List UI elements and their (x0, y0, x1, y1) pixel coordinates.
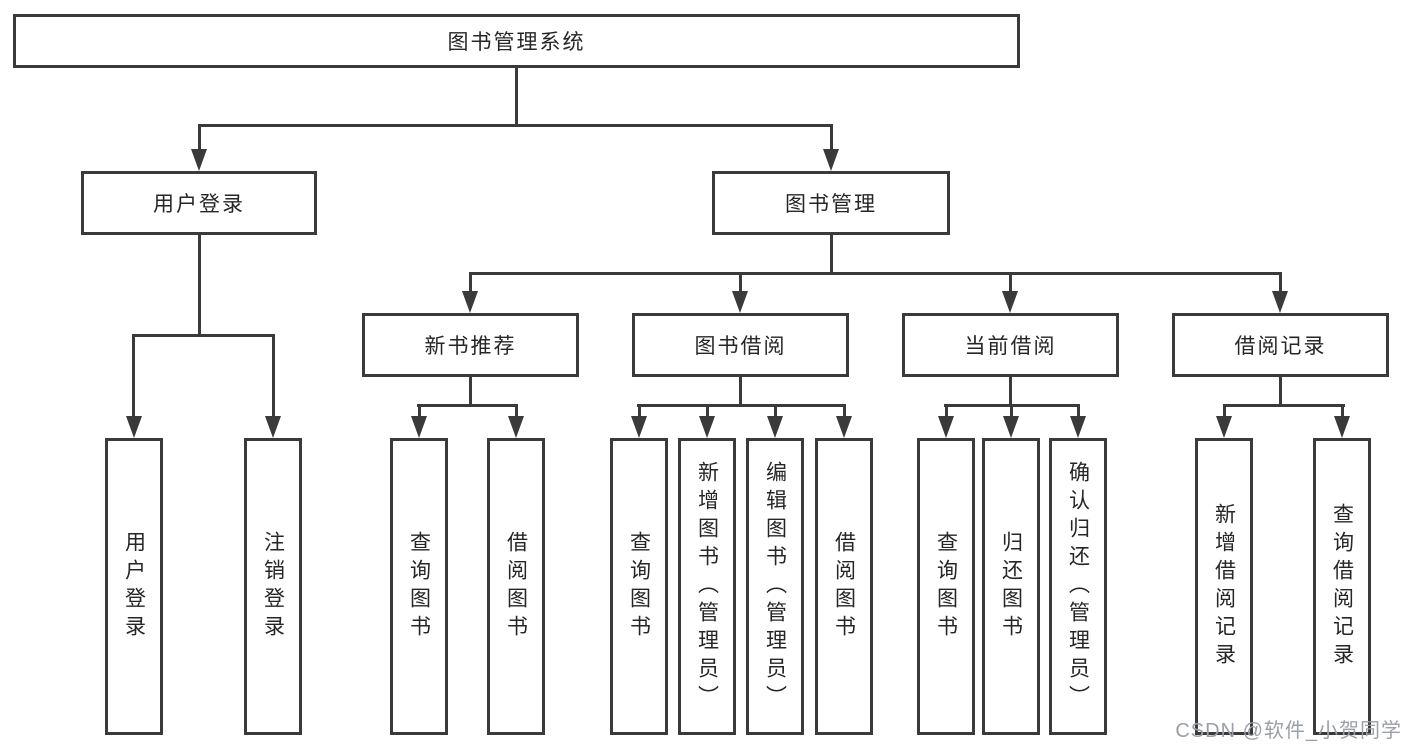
connector-line (706, 404, 709, 418)
arrowhead-leaf (1216, 416, 1232, 438)
node-library-system-label: 图书管理系统 (447, 31, 586, 54)
arrowhead-leaf-logout (265, 416, 281, 438)
node-current-borrow: 当前借阅 (902, 313, 1119, 377)
connector-line (638, 404, 641, 418)
leaf-logout: 注销登录 (244, 438, 302, 735)
node-borrow-records: 借阅记录 (1172, 313, 1389, 377)
csdn-watermark: CSDN @软件_小贺同学 (1175, 720, 1402, 742)
connector-line (945, 404, 948, 418)
connector-line (1223, 404, 1226, 418)
arrowhead-current-borrow (1002, 291, 1018, 313)
leaf-query-books-1-label: 查询图书 (407, 530, 431, 643)
leaf-borrow-books-1: 借阅图书 (487, 438, 545, 735)
node-book-mgmt-branch: 图书管理 (712, 171, 950, 235)
arrowhead-leaf (508, 416, 524, 438)
node-current-borrow-label: 当前借阅 (964, 335, 1057, 358)
arrowhead-leaf (1070, 416, 1086, 438)
connector-book-mgmt-stem (830, 235, 833, 275)
connector-root-to-book-mgmt-line (830, 124, 833, 152)
arrowhead-leaf (1334, 416, 1350, 438)
connector-to-new-books-line (469, 272, 472, 294)
connector-line (418, 404, 421, 418)
leaf-confirm-return-admin-label: 确认归还（管理员） (1066, 460, 1090, 713)
leaf-add-borrow-record-label: 新增借阅记录 (1212, 502, 1236, 671)
leaf-query-books-1: 查询图书 (390, 438, 448, 735)
arrowhead-book-borrow (732, 291, 748, 313)
connector-to-current-borrow-line (1009, 272, 1012, 294)
connector-user-login-splitter (132, 334, 275, 337)
leaf-add-borrow-record: 新增借阅记录 (1195, 438, 1253, 735)
arrowhead-leaf (631, 416, 647, 438)
connector-user-login-stem (198, 235, 201, 335)
connector-to-book-borrow-line (739, 272, 742, 294)
arrowhead-new-books (462, 291, 478, 313)
connector-borrow-records-splitter (1223, 404, 1345, 407)
arrowhead-user-login (191, 149, 207, 171)
arrowhead-leaf (411, 416, 427, 438)
arrowhead-leaf (938, 416, 954, 438)
arrowhead-leaf (836, 416, 852, 438)
connector-to-leaf-login-line (132, 334, 135, 418)
leaf-add-book-admin-label: 新增图书（管理员） (695, 460, 719, 713)
arrowhead-borrow-records (1272, 291, 1288, 313)
leaf-borrow-books-1-label: 借阅图书 (504, 530, 528, 643)
node-library-system: 图书管理系统 (13, 14, 1020, 68)
leaf-user-login: 用户登录 (105, 438, 163, 735)
node-user-login-branch: 用户登录 (81, 171, 317, 235)
connector-to-leaf-logout-line (272, 334, 275, 418)
connector-root-stem (515, 68, 518, 126)
connector-line (1010, 404, 1013, 418)
connector-book-mgmt-splitter (469, 272, 1282, 275)
connector-line (1077, 404, 1080, 418)
leaf-query-borrow-record-label: 查询借阅记录 (1330, 502, 1354, 671)
connector-to-borrow-records-line (1279, 272, 1282, 294)
connector-new-books-splitter (417, 404, 518, 407)
connector-line (843, 404, 846, 418)
arrowhead-leaf (1003, 416, 1019, 438)
leaf-borrow-books-2-label: 借阅图书 (832, 530, 856, 643)
leaf-query-books-2: 查询图书 (610, 438, 668, 735)
node-borrow-records-label: 借阅记录 (1234, 335, 1327, 358)
connector-current-borrow-stem (1009, 377, 1012, 406)
leaf-query-books-2-label: 查询图书 (627, 530, 651, 643)
connector-borrow-records-stem (1279, 377, 1282, 406)
node-user-login-branch-label: 用户登录 (153, 193, 245, 216)
leaf-edit-book-admin-label: 编辑图书（管理员） (763, 460, 787, 713)
connector-new-books-stem (469, 377, 472, 406)
leaf-query-books-3-label: 查询图书 (934, 530, 958, 643)
arrowhead-leaf-login (126, 416, 142, 438)
connector-root-splitter (198, 124, 832, 127)
connector-root-to-user-login-line (198, 124, 201, 152)
connector-line (515, 404, 518, 418)
leaf-return-books-label: 归还图书 (999, 530, 1023, 643)
connector-book-borrow-splitter (637, 404, 846, 407)
node-book-borrow-label: 图书借阅 (694, 335, 787, 358)
connector-line (774, 404, 777, 418)
leaf-user-login-label: 用户登录 (122, 530, 146, 643)
leaf-query-borrow-record: 查询借阅记录 (1313, 438, 1371, 735)
connector-book-borrow-stem (739, 377, 742, 406)
connector-line (1341, 404, 1344, 418)
leaf-confirm-return-admin: 确认归还（管理员） (1049, 438, 1107, 735)
leaf-add-book-admin: 新增图书（管理员） (678, 438, 736, 735)
leaf-return-books: 归还图书 (982, 438, 1040, 735)
node-new-books-label: 新书推荐 (424, 335, 517, 358)
leaf-query-books-3: 查询图书 (917, 438, 975, 735)
leaf-logout-label: 注销登录 (261, 530, 285, 643)
node-book-mgmt-branch-label: 图书管理 (785, 193, 877, 216)
leaf-edit-book-admin: 编辑图书（管理员） (746, 438, 804, 735)
arrowhead-leaf (699, 416, 715, 438)
node-book-borrow: 图书借阅 (632, 313, 849, 377)
arrowhead-leaf (767, 416, 783, 438)
leaf-borrow-books-2: 借阅图书 (815, 438, 873, 735)
node-new-books: 新书推荐 (362, 313, 579, 377)
arrowhead-book-mgmt (823, 149, 839, 171)
